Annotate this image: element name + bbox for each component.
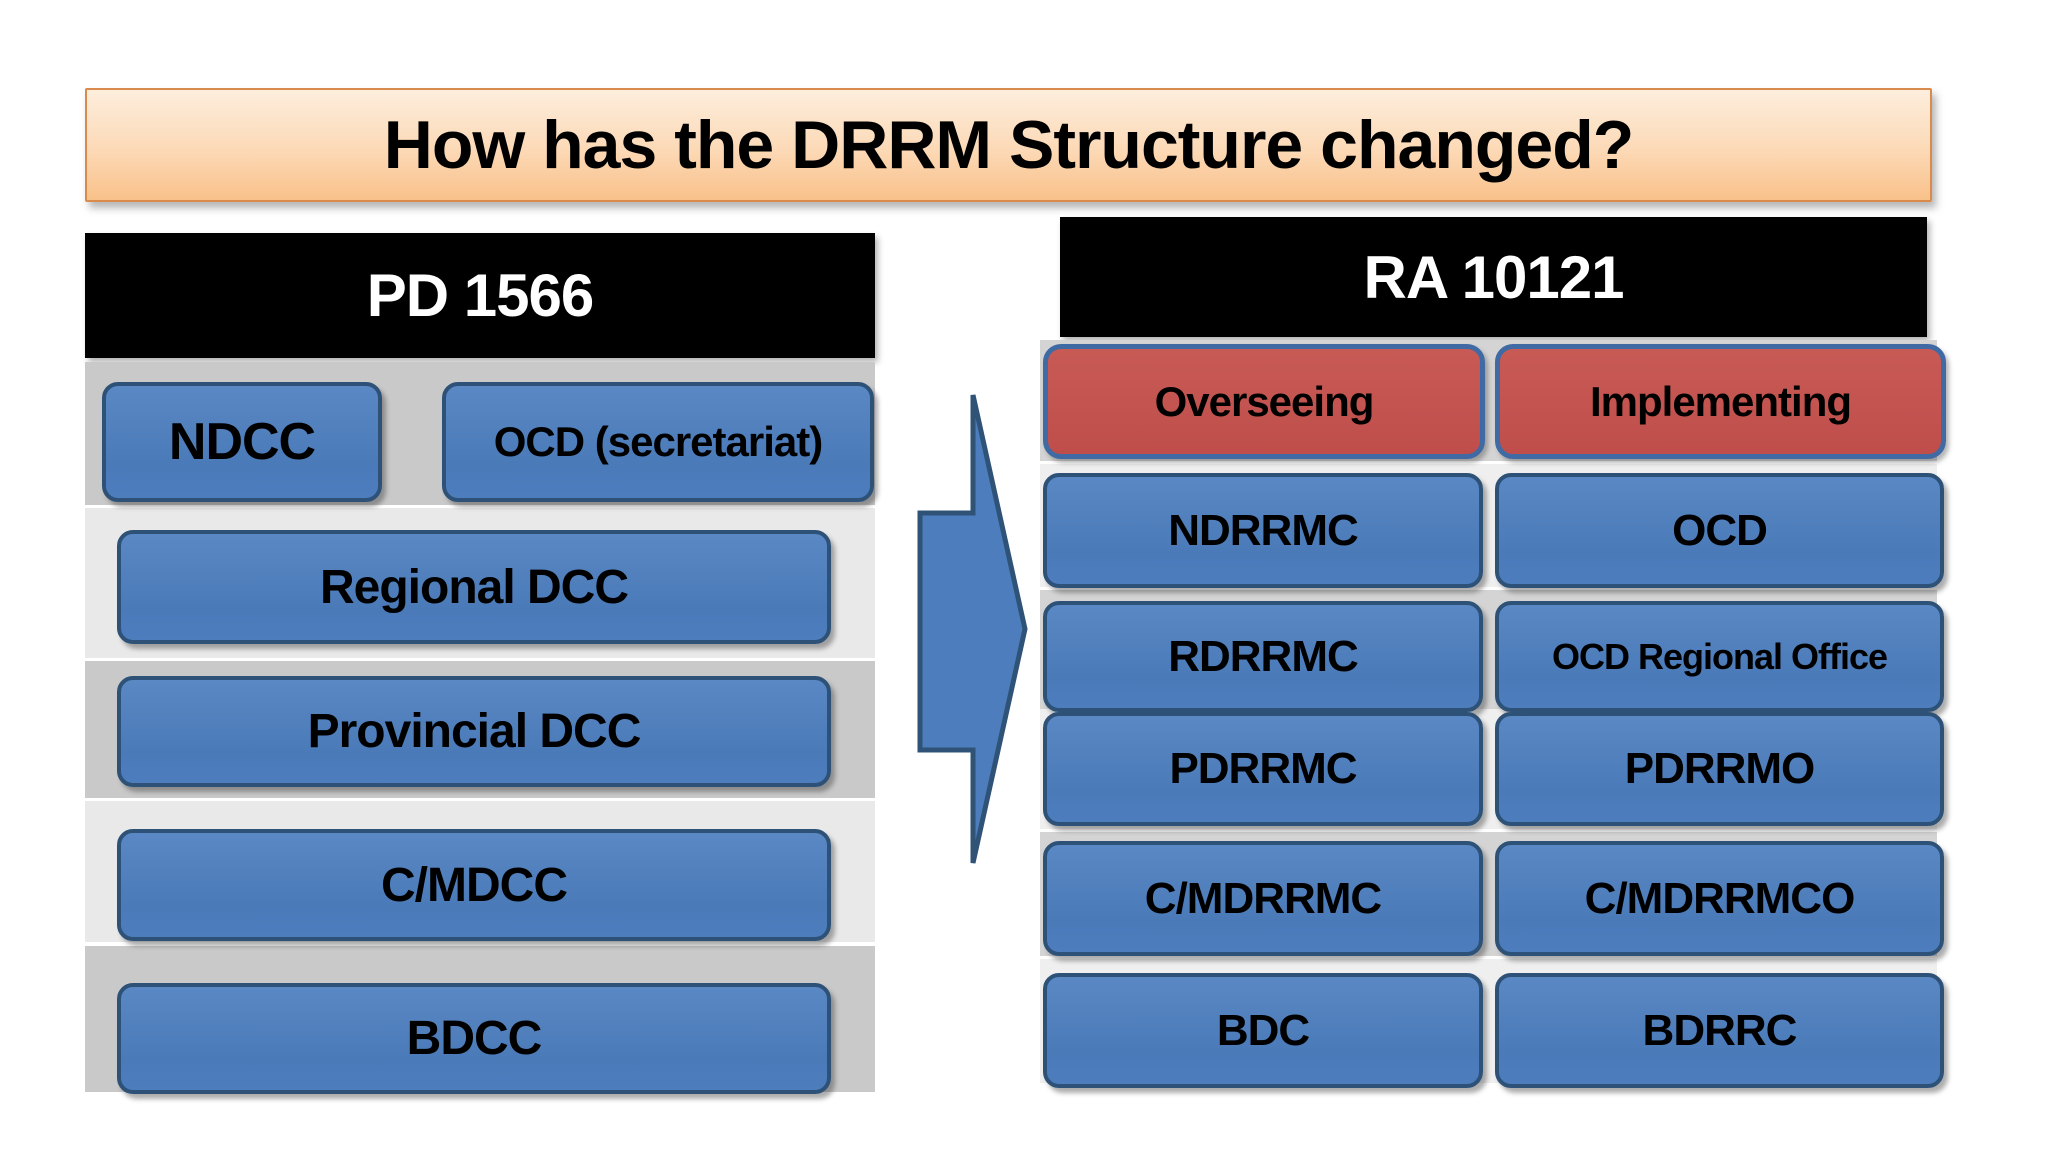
org-box-cmdrrmco: C/MDRRMCO bbox=[1495, 841, 1944, 956]
org-box-ndrrmc: NDRRMC bbox=[1043, 473, 1483, 588]
pd1566-header: PD 1566 bbox=[85, 233, 875, 358]
slide-title: How has the DRRM Structure changed? bbox=[383, 107, 1635, 183]
pd1566-header-label: PD 1566 bbox=[366, 262, 594, 329]
title-banner: How has the DRRM Structure changed? bbox=[85, 88, 1932, 202]
role-box-overseeing: Overseeing bbox=[1043, 344, 1485, 459]
org-box-cmdrrmc: C/MDRRMC bbox=[1043, 841, 1483, 956]
role-box-implementing: Implementing bbox=[1495, 344, 1946, 459]
org-box-ocd-regional-office: OCD Regional Office bbox=[1495, 601, 1944, 712]
org-box-bdcc: BDCC bbox=[117, 983, 831, 1094]
org-box-ocd-secretariat: OCD (secretariat) bbox=[442, 382, 874, 502]
org-box-bdc: BDC bbox=[1043, 973, 1483, 1088]
org-box-regional-dcc: Regional DCC bbox=[117, 530, 831, 644]
org-box-cmdcc: C/MDCC bbox=[117, 829, 831, 941]
org-box-provincial-dcc: Provincial DCC bbox=[117, 676, 831, 787]
org-box-pdrrmc: PDRRMC bbox=[1043, 712, 1483, 826]
ra10121-header: RA 10121 bbox=[1060, 217, 1927, 337]
org-box-rdrrmc: RDRRMC bbox=[1043, 601, 1483, 712]
org-box-ndcc: NDCC bbox=[102, 382, 382, 502]
org-box-bdrrc: BDRRC bbox=[1495, 973, 1944, 1088]
org-box-ocd: OCD bbox=[1495, 473, 1944, 588]
ra10121-header-label: RA 10121 bbox=[1363, 243, 1625, 311]
org-box-pdrrmo: PDRRMO bbox=[1495, 712, 1944, 826]
